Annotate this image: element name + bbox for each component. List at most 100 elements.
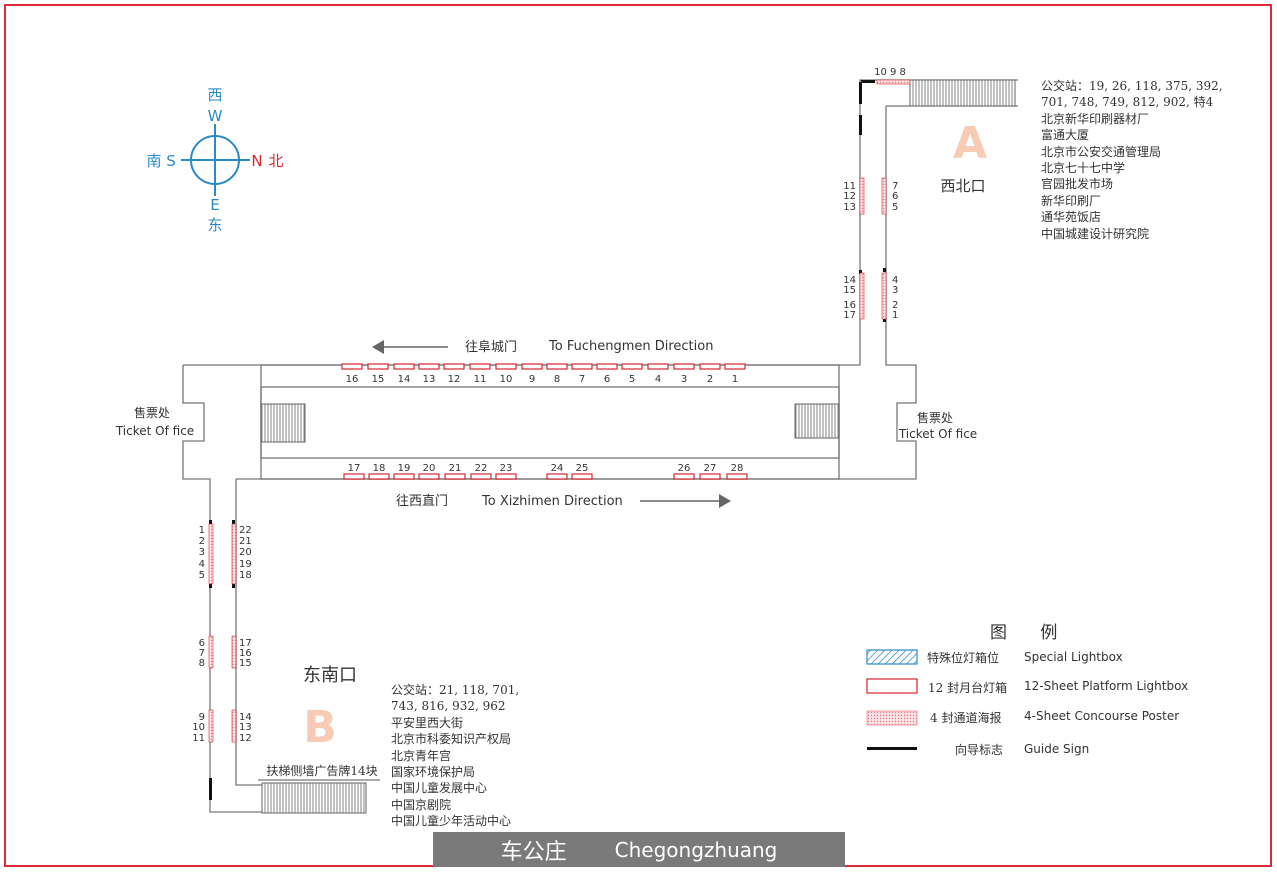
direction-bottom-zh: 往西直门 — [396, 494, 448, 509]
platform-lightbox — [443, 363, 465, 370]
legend-guide-sign-en: Guide Sign — [1024, 742, 1090, 756]
corridor-poster-number: 20 — [239, 547, 252, 558]
exit-a-posters — [859, 79, 911, 320]
corridor-poster-number: 6 — [892, 191, 898, 202]
platform-lightbox — [368, 473, 390, 480]
direction-top-en: To Fuchengmen Direction — [548, 339, 713, 354]
compass-south-zh: 南 — [146, 152, 161, 170]
platform-lightbox — [571, 363, 593, 370]
stairs-left — [260, 403, 306, 443]
legend-concourse-poster-swatch — [866, 710, 918, 726]
legend-platform-lightbox-swatch — [866, 678, 918, 694]
corridor-poster-number: 19 — [239, 559, 252, 570]
platform-lightbox — [546, 363, 568, 370]
platform-lightbox — [621, 363, 643, 370]
platform-lightbox — [470, 473, 492, 480]
platform-lightbox — [418, 363, 440, 370]
ticket-office-right-zh: 售票处 — [917, 410, 953, 425]
ticket-office-left-en: Ticket Of fice — [115, 424, 194, 438]
exit-b-info-line: 中国儿童少年活动中心 — [391, 814, 512, 829]
exit-b-name: 东南口 — [303, 665, 357, 686]
corridor-poster-number: 3 — [892, 285, 898, 296]
platform-lightbox — [647, 363, 669, 370]
platform-lightbox-number: 19 — [398, 463, 411, 474]
corridor-poster-number: 6 — [199, 638, 205, 649]
corridor-poster-number: 5 — [892, 202, 898, 213]
station-name-bar: 车公庄 Chegongzhuang — [433, 832, 845, 867]
station-name-zh: 车公庄 — [500, 839, 567, 865]
platform-lightbox-number: 7 — [579, 374, 585, 385]
corridor-poster-number: 16 — [239, 648, 252, 659]
platform-lightbox-number: 4 — [655, 374, 661, 385]
platform-lightbox — [596, 363, 618, 370]
stairs-exit-b — [261, 782, 367, 814]
corridor-poster-number: 2 — [892, 300, 898, 311]
platform-lightbox-number: 22 — [475, 463, 488, 474]
exit-b-info-line: 平安里西大街 — [391, 715, 464, 730]
legend-platform-lightbox-en: 12-Sheet Platform Lightbox — [1024, 679, 1189, 693]
compass-north-zh: 北 — [268, 152, 283, 170]
direction-top-zh: 往阜城门 — [465, 339, 517, 355]
exit-a-top-poster-numbers: 10 9 8 — [874, 67, 906, 78]
platform-lightbox — [343, 473, 365, 480]
stairs-right — [794, 403, 840, 439]
legend-guide-sign-swatch — [867, 747, 917, 750]
platform-lightbox — [418, 473, 440, 480]
exit-a-info-line: 北京七十七中学 — [1041, 161, 1126, 176]
corridor-poster-number: 1 — [199, 525, 205, 536]
ticket-office-left-zh: 售票处 — [134, 405, 170, 420]
legend-guide-sign-zh: 向导标志 — [955, 743, 1004, 757]
platform-lightbox — [673, 363, 695, 370]
platform-lightbox-number: 18 — [373, 463, 386, 474]
platform-lightbox-number: 13 — [423, 374, 436, 385]
platform-lightbox — [495, 363, 517, 370]
corridor-poster-number: 7 — [199, 648, 205, 659]
platform-lightbox-number: 1 — [732, 374, 738, 385]
direction-bottom: 往西直门 To Xizhimen Direction — [396, 494, 731, 509]
platform-lightbox — [546, 473, 568, 480]
direction-bottom-en: To Xizhimen Direction — [481, 494, 623, 509]
corridor-poster-number: 17 — [239, 638, 252, 649]
platform-lightbox-number: 24 — [551, 463, 564, 474]
platform-lightbox-number: 28 — [731, 463, 744, 474]
exit-a-info-line: 中国城建设计研究院 — [1041, 226, 1150, 241]
corridor-poster-number: 12 — [843, 191, 856, 202]
platform-lightbox-number: 15 — [372, 374, 385, 385]
platform-lightbox — [726, 473, 748, 480]
exit-a-info-line: 通华苑饭店 — [1041, 210, 1102, 225]
corridor-poster-number: 5 — [199, 570, 205, 581]
exit-b-posters — [208, 523, 237, 743]
corridor-poster-number: 3 — [199, 547, 205, 558]
corridor-poster-number: 11 — [192, 733, 205, 744]
escalator-note: 扶梯侧墙广告牌14块 — [266, 763, 377, 778]
platform-lightbox-number: 21 — [449, 463, 462, 474]
exit-b-info-line: 国家环境保护局 — [391, 765, 476, 780]
corridor-poster-number: 21 — [239, 536, 252, 547]
platform-lightbox — [469, 363, 491, 370]
platform-lightbox — [367, 363, 389, 370]
legend-title: 图 例 — [990, 623, 1072, 643]
exit-a-info-line: 701, 748, 749, 812, 902, 特4 — [1041, 95, 1214, 110]
corridor-poster-number: 4 — [199, 559, 205, 570]
platform-lightbox — [495, 473, 517, 480]
platform-lightbox-number: 20 — [423, 463, 436, 474]
corridor-poster-number: 14 — [239, 712, 252, 723]
platform-lightbox — [673, 473, 695, 480]
legend-platform-lightbox-zh: 12 封月台灯箱 — [928, 681, 1008, 695]
corridor-poster-number: 15 — [843, 285, 856, 296]
corridor-poster-number: 11 — [843, 181, 856, 192]
corridor-poster-number: 2 — [199, 536, 205, 547]
compass-west-en: W — [208, 107, 223, 125]
direction-top: 往阜城门 To Fuchengmen Direction — [372, 339, 713, 355]
compass-east-en: E — [210, 196, 219, 214]
corridor-poster-numbers: 1112131415161776543211234567891011222120… — [192, 181, 898, 744]
corridor-poster-number: 22 — [239, 525, 252, 536]
exit-a-info-line: 公交站：19, 26, 118, 375, 392, — [1041, 79, 1223, 93]
platform-lightbox-number: 26 — [678, 463, 691, 474]
platform-lightbox-number: 6 — [604, 374, 610, 385]
compass-south-en: S — [166, 152, 176, 170]
exit-b-info-line: 743, 816, 932, 962 — [391, 699, 506, 714]
corridor-poster-number: 16 — [843, 300, 856, 311]
